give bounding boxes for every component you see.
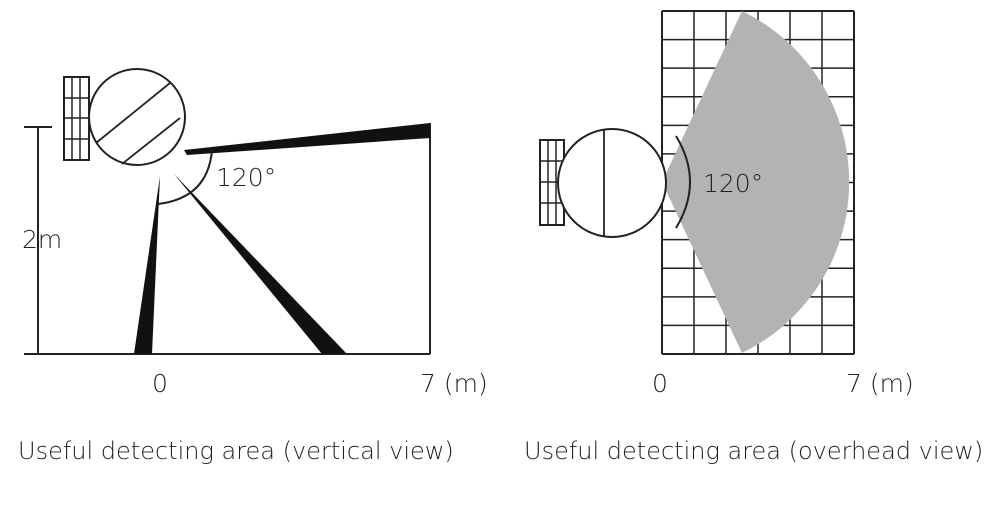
overhead-angle-label: 120° xyxy=(703,169,763,198)
vertical-angle-arc xyxy=(157,149,213,205)
overhead-view-caption: Useful detecting area (overhead view) xyxy=(524,437,983,465)
detection-beam-upper xyxy=(184,123,430,155)
sensor-head-top xyxy=(557,128,667,238)
overhead-view-panel: 120° 0 7 (m) Useful detecting area (over… xyxy=(524,10,983,465)
vertical-axis-start-label: 0 xyxy=(152,369,168,398)
overhead-axis-end-label: 7 (m) xyxy=(846,369,914,398)
overhead-angle-arc xyxy=(675,135,691,229)
overhead-detection-fan xyxy=(662,11,850,353)
vertical-view-caption: Useful detecting area (vertical view) xyxy=(18,437,454,465)
height-label: 2m xyxy=(22,225,62,254)
sensor-top-view xyxy=(539,128,667,238)
vertical-angle-label: 120° xyxy=(216,163,276,192)
overhead-axis-start-label: 0 xyxy=(652,369,668,398)
sensor-side-view xyxy=(63,68,186,166)
vertical-view-panel: 120° 2m 0 7 (m) Useful detecting area (v… xyxy=(18,68,488,465)
detection-beam-diagonal xyxy=(174,174,347,354)
vertical-axis-end-label: 7 (m) xyxy=(420,369,488,398)
detection-beam-down xyxy=(134,176,160,354)
sensor-head xyxy=(88,68,186,166)
